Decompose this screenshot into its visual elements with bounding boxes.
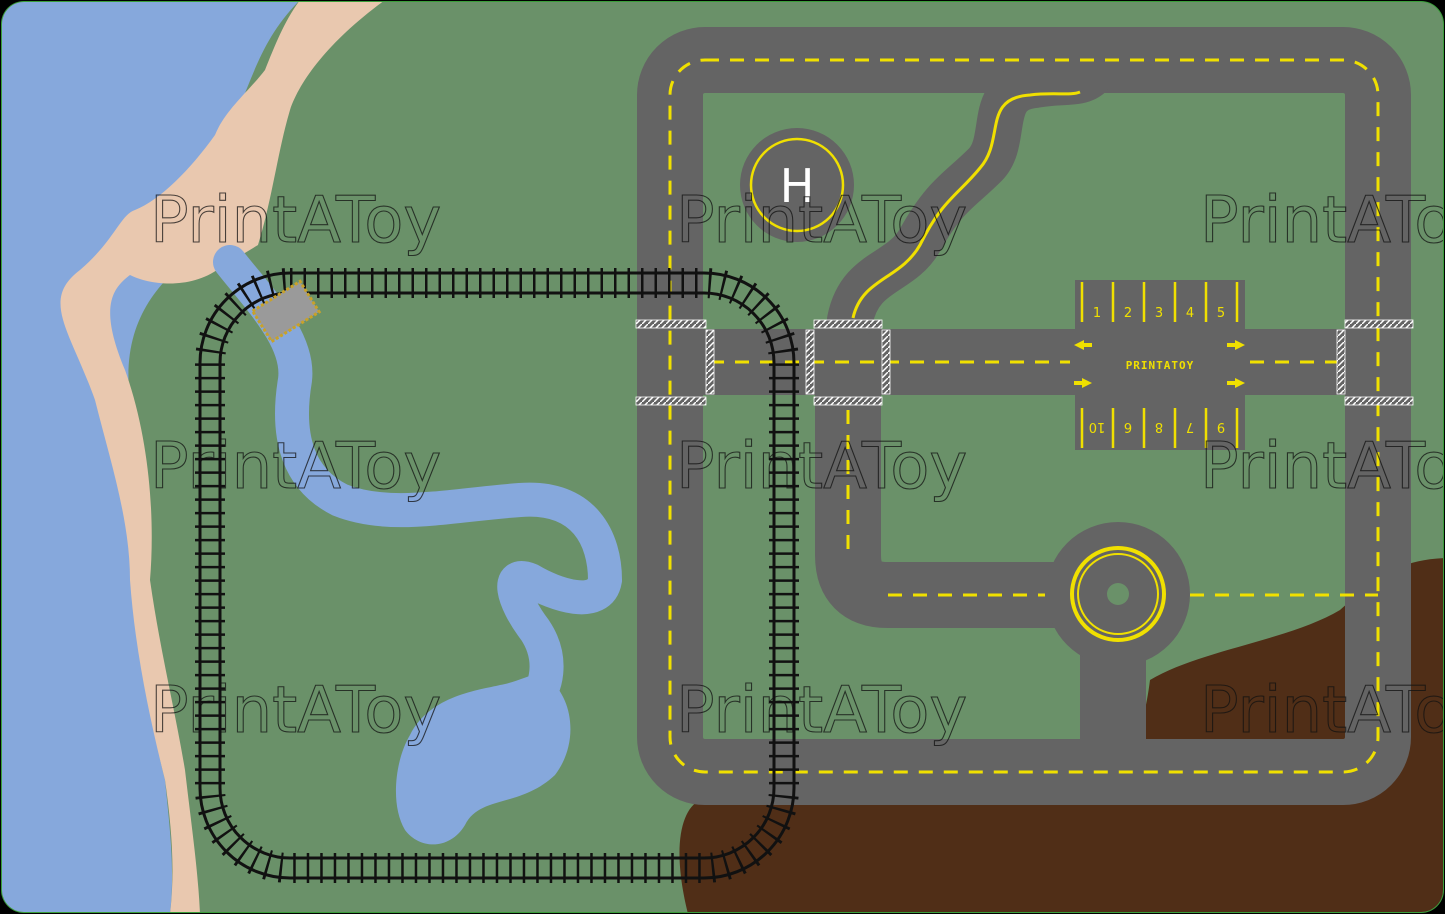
lake: [395, 674, 571, 845]
crosswalks: [635, 319, 1414, 406]
railway-bridge: [250, 279, 322, 344]
watermarks: PrintAToy PrintAToy PrintAToy PrintAToy …: [149, 183, 1445, 748]
dirt-area: [679, 558, 1443, 912]
parking-arrow-icon: [1227, 340, 1245, 350]
slot-number: 10: [1089, 419, 1106, 434]
svg-text:PrintAToy: PrintAToy: [676, 184, 967, 258]
slot-number: 2: [1124, 306, 1132, 321]
sea-area: [2, 2, 300, 912]
road-network: PRINTATOY 1 2 3 4 5 10 6 8 7 9: [635, 27, 1414, 805]
svg-text:PrintAToy: PrintAToy: [150, 184, 441, 258]
parking-lot: [1075, 280, 1245, 450]
slot-number: 6: [1124, 419, 1132, 434]
parking-arrow-icon: [1074, 340, 1092, 350]
helipad-letter: H: [780, 159, 815, 213]
beach-area: [60, 2, 385, 912]
svg-text:PrintAToy: PrintAToy: [1200, 184, 1445, 258]
svg-text:PrintAToy: PrintAToy: [676, 674, 967, 748]
slot-number: 5: [1217, 306, 1225, 321]
slot-number: 9: [1217, 419, 1225, 434]
slot-number: 4: [1186, 306, 1194, 321]
railway-loop: [195, 268, 799, 883]
inner-road-loop: [815, 320, 1080, 628]
roundabout-center: [1107, 583, 1129, 605]
svg-text:PrintAToy: PrintAToy: [1200, 430, 1445, 504]
parking-arrow-icon: [1227, 378, 1245, 388]
slot-number: 7: [1186, 419, 1194, 434]
svg-text:PrintAToy: PrintAToy: [676, 430, 967, 504]
svg-text:PrintAToy: PrintAToy: [150, 674, 441, 748]
parking-lot-name: PRINTATOY: [1126, 359, 1195, 372]
slot-number: 1: [1093, 306, 1101, 321]
river: [213, 245, 623, 717]
svg-text:PrintAToy: PrintAToy: [150, 430, 441, 504]
parking-arrow-icon: [1074, 378, 1092, 388]
slot-number: 8: [1155, 419, 1163, 434]
helipad[interactable]: H: [740, 128, 854, 242]
slot-number: 3: [1155, 306, 1163, 321]
svg-text:PrintAToy: PrintAToy: [1200, 674, 1445, 748]
